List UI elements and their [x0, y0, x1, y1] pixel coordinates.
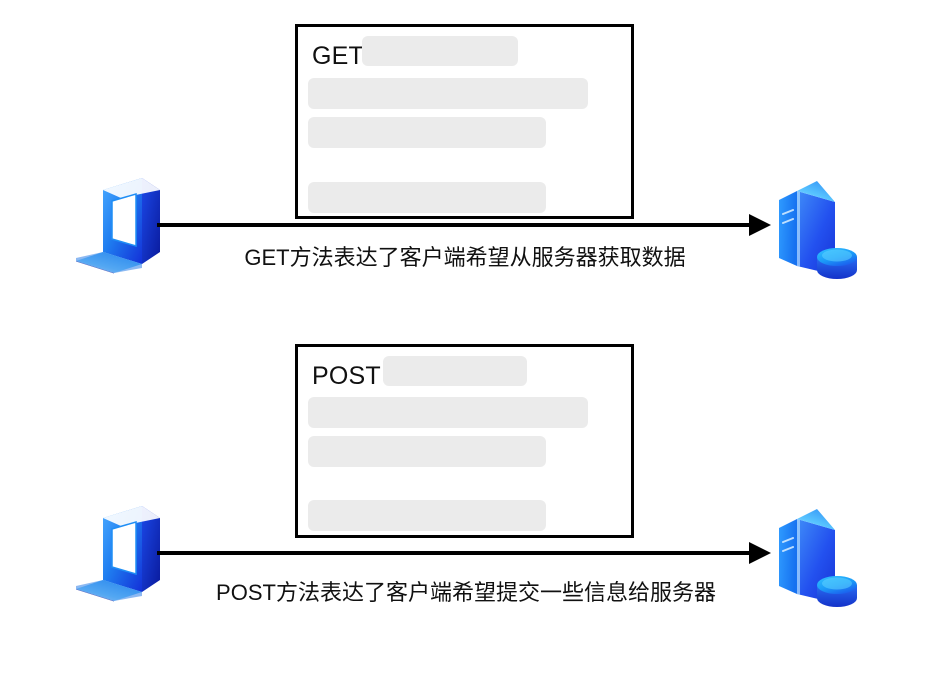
- get-header-bar-2: [308, 117, 546, 148]
- post-arrow-shaft: [157, 551, 749, 555]
- get-method-value-bar: [362, 36, 518, 66]
- post-flow-caption: POST方法表达了客户端希望提交一些信息给服务器: [216, 580, 716, 605]
- get-body-bar: [308, 182, 546, 213]
- post-method-value-bar: [383, 356, 527, 386]
- get-flow-caption: GET方法表达了客户端希望从服务器获取数据: [244, 245, 686, 270]
- post-request-packet-box: POST: [295, 344, 634, 538]
- post-arrow-head: [749, 542, 771, 564]
- get-arrow-head: [749, 214, 771, 236]
- post-header-bar-1: [308, 397, 588, 428]
- post-request-arrow: [157, 542, 771, 564]
- get-header-bar-1: [308, 78, 588, 109]
- get-server-database-icon: [773, 178, 865, 280]
- post-header-bar-2: [308, 436, 546, 467]
- get-arrow-shaft: [157, 223, 749, 227]
- post-body-bar: [308, 500, 546, 531]
- get-client-laptop-icon: [72, 174, 170, 274]
- get-method-label: GET: [312, 42, 364, 70]
- get-request-arrow: [157, 214, 771, 236]
- post-method-label: POST: [312, 362, 381, 390]
- post-server-database-icon: [773, 506, 865, 608]
- post-client-laptop-icon: [72, 502, 170, 602]
- get-request-packet-box: GET: [295, 24, 634, 219]
